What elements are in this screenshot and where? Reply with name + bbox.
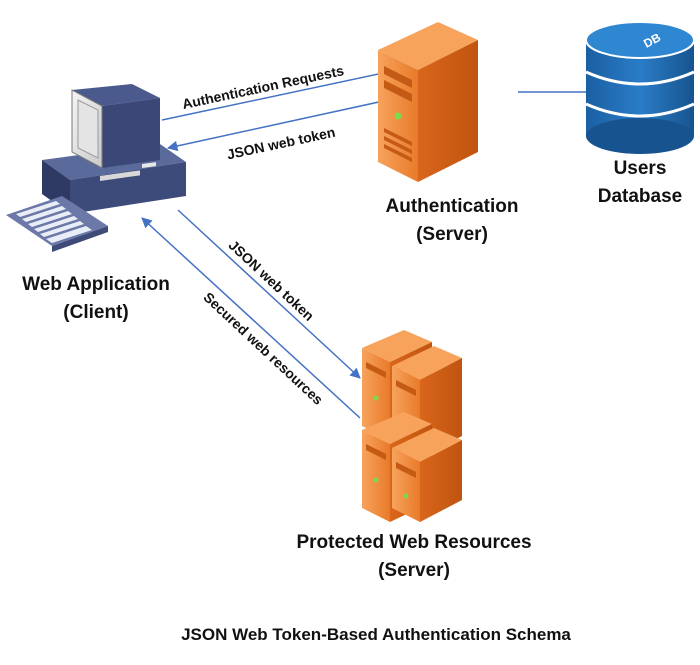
auth-request-arrow <box>161 68 390 121</box>
auth-label-line2: (Server) <box>416 224 488 245</box>
secured-resources-arrow <box>141 217 361 419</box>
protected-label-line1: Protected Web Resources <box>296 532 531 553</box>
edge-label-jwt-to-client: JSON web token <box>225 124 336 163</box>
client-label-line2: (Client) <box>63 302 128 323</box>
connectors <box>141 68 588 419</box>
diagram-caption: JSON Web Token-Based Authentication Sche… <box>181 625 571 644</box>
jwt-to-client-arrow <box>166 99 389 152</box>
tower-server-icon <box>378 22 478 182</box>
protected-label-line2: (Server) <box>378 560 450 581</box>
edge-label-jwt-to-resources: JSON web token <box>226 237 318 324</box>
users-db-label-line2: Database <box>598 186 683 207</box>
users-db-label-line1: Users <box>614 158 667 179</box>
desktop-computer-icon <box>6 84 186 252</box>
database-cylinder-icon: DB <box>585 21 695 154</box>
edge-label-auth-request: Authentication Requests <box>181 62 346 112</box>
jwt-to-resources-arrow <box>177 209 361 379</box>
server-cluster-icon <box>362 330 462 522</box>
auth-label-line1: Authentication <box>386 196 519 217</box>
client-label-line1: Web Application <box>22 274 170 295</box>
